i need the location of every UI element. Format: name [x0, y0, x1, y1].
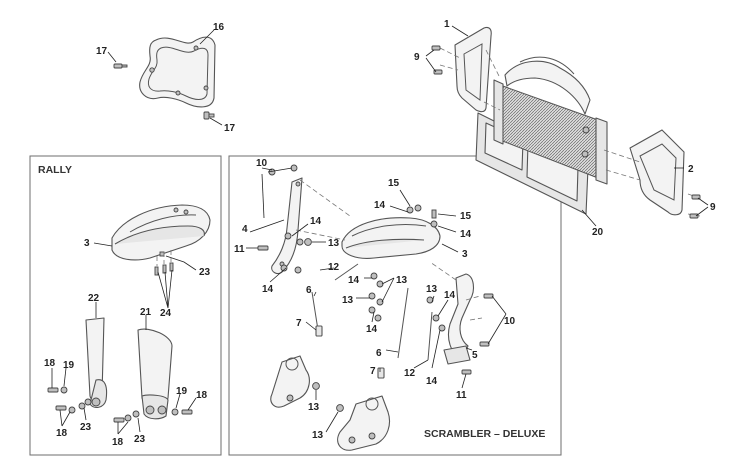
rally-panel-title: RALLY	[38, 164, 72, 176]
callout-14-c: 14	[374, 200, 386, 211]
scrambler-right-fork-bracket	[337, 395, 391, 451]
callout-11-left: 11	[234, 244, 245, 255]
callout-18-rally-a: 18	[44, 358, 56, 369]
callout-19-rally-b: 19	[176, 386, 188, 397]
callout-24: 24	[160, 308, 172, 319]
callout-21: 21	[140, 307, 152, 318]
callout-4: 4	[242, 224, 248, 235]
rally-fixings-24	[154, 250, 174, 276]
callout-13-b: 13	[308, 402, 320, 413]
callout-23-rally-left: 23	[80, 422, 92, 433]
callout-13-c: 13	[312, 430, 324, 441]
headlamp-surround-part	[139, 36, 216, 108]
scrambler-brake-line-12	[334, 263, 433, 361]
scrambler-left-fork-bracket	[270, 355, 310, 408]
bolt-17-left	[113, 63, 128, 69]
callout-13-a: 13	[328, 238, 340, 249]
scrambler-left-stay-4	[271, 177, 351, 275]
callout-13-e: 13	[342, 295, 354, 306]
bolts-9-left	[431, 45, 443, 75]
bolt-17-right	[203, 111, 215, 120]
scrambler-front-mudguard	[341, 217, 441, 259]
callout-14-h: 14	[426, 376, 438, 387]
rally-front-mudguard	[111, 204, 211, 261]
callout-2: 2	[688, 164, 694, 175]
scrambler-panel	[228, 155, 562, 456]
scrambler-spacer-7	[315, 325, 385, 379]
callout-17-left: 17	[96, 46, 108, 57]
callout-7-right: 7	[370, 366, 376, 377]
callout-5: 5	[472, 350, 478, 361]
scrambler-panel-title: SCRAMBLER – DELUXE	[424, 428, 545, 440]
callout-13-f: 13	[426, 284, 438, 295]
callout-6-right: 6	[376, 348, 382, 359]
callout-18-rally-b: 18	[56, 428, 68, 439]
scrambler-fasteners	[257, 164, 494, 412]
callout-6-left: 6	[306, 285, 312, 296]
callout-15-top: 15	[388, 178, 400, 189]
callout-19-rally-a: 19	[63, 360, 75, 371]
rally-fasteners	[47, 386, 193, 423]
callout-22: 22	[88, 293, 100, 304]
scrambler-right-stay-5	[429, 261, 483, 365]
callout-23-rally-right: 23	[134, 434, 146, 445]
rally-panel	[29, 155, 222, 456]
callout-14-f: 14	[366, 324, 378, 335]
callout-23-rally-top: 23	[199, 267, 211, 278]
scrambler-brake-line-6	[311, 287, 409, 359]
callout-18-rally-d: 18	[196, 390, 208, 401]
callout-20: 20	[592, 227, 604, 238]
radiator-assembly	[439, 26, 701, 217]
callout-14-g: 14	[444, 290, 456, 301]
callout-9-left: 9	[414, 52, 420, 63]
rally-fork-guard-21	[137, 328, 173, 420]
callout-leaders	[51, 25, 709, 435]
callout-7-left: 7	[296, 318, 302, 329]
callout-17-right: 17	[224, 123, 236, 134]
callout-14-e: 14	[348, 275, 360, 286]
callout-9-right: 9	[710, 202, 716, 213]
callout-numbers: 16 17 17 1 9 2 9 20 3 23 24 22 21 18 19 …	[44, 19, 716, 448]
callout-12-left: 12	[328, 262, 340, 273]
callout-14-d: 14	[460, 229, 472, 240]
callout-12-right: 12	[404, 368, 416, 379]
rally-fork-guard-22	[85, 317, 108, 409]
callout-10-scrambler-left: 10	[256, 158, 268, 169]
callout-3-rally: 3	[84, 238, 90, 249]
callout-18-rally-c: 18	[112, 437, 124, 448]
callout-10-scrambler-right: 10	[504, 316, 516, 327]
callout-16: 16	[213, 22, 225, 33]
callout-14-a: 14	[310, 216, 322, 227]
callout-14-b: 14	[262, 284, 274, 295]
callout-1: 1	[444, 19, 450, 30]
callout-3-scrambler: 3	[462, 249, 468, 260]
callout-13-d: 13	[396, 275, 408, 286]
callout-11-right: 11	[456, 390, 467, 401]
callout-15-right: 15	[460, 211, 472, 222]
